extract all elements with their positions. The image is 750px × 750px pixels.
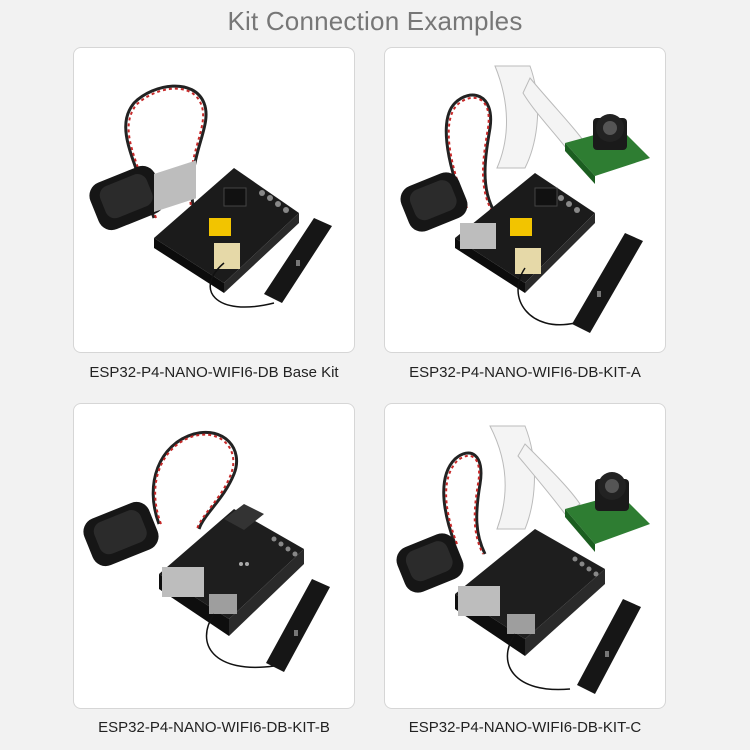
kit-image-a — [400, 65, 650, 333]
board-with-case-icon — [159, 504, 304, 636]
speaker-icon — [396, 533, 464, 593]
kit-image-c — [396, 425, 650, 694]
board-icon — [154, 160, 299, 293]
antenna-icon — [577, 599, 641, 694]
kit-caption-base: ESP32-P4-NANO-WIFI6-DB Base Kit — [89, 364, 339, 381]
board-with-case-icon — [455, 529, 605, 656]
speaker-icon — [89, 165, 165, 231]
page-title: Kit Connection Examples — [227, 6, 523, 36]
kit-image-base — [89, 84, 332, 308]
speaker-icon — [83, 501, 159, 567]
antenna-icon — [266, 579, 330, 672]
kit-card-c — [384, 403, 666, 709]
kit-caption-c: ESP32-P4-NANO-WIFI6-DB-KIT-C — [408, 719, 642, 736]
kit-caption-b: ESP32-P4-NANO-WIFI6-DB-KIT-B — [98, 719, 330, 736]
kit-card-b — [73, 403, 355, 709]
camera-icon — [565, 472, 650, 552]
camera-icon — [565, 114, 650, 184]
board-icon — [455, 173, 595, 293]
kit-image-b — [83, 431, 330, 672]
kit-caption-a: ESP32-P4-NANO-WIFI6-DB-KIT-A — [409, 364, 641, 381]
speaker-icon — [400, 172, 468, 232]
kit-card-a — [384, 47, 666, 353]
antenna-icon — [572, 233, 643, 333]
kit-card-base — [73, 47, 355, 353]
